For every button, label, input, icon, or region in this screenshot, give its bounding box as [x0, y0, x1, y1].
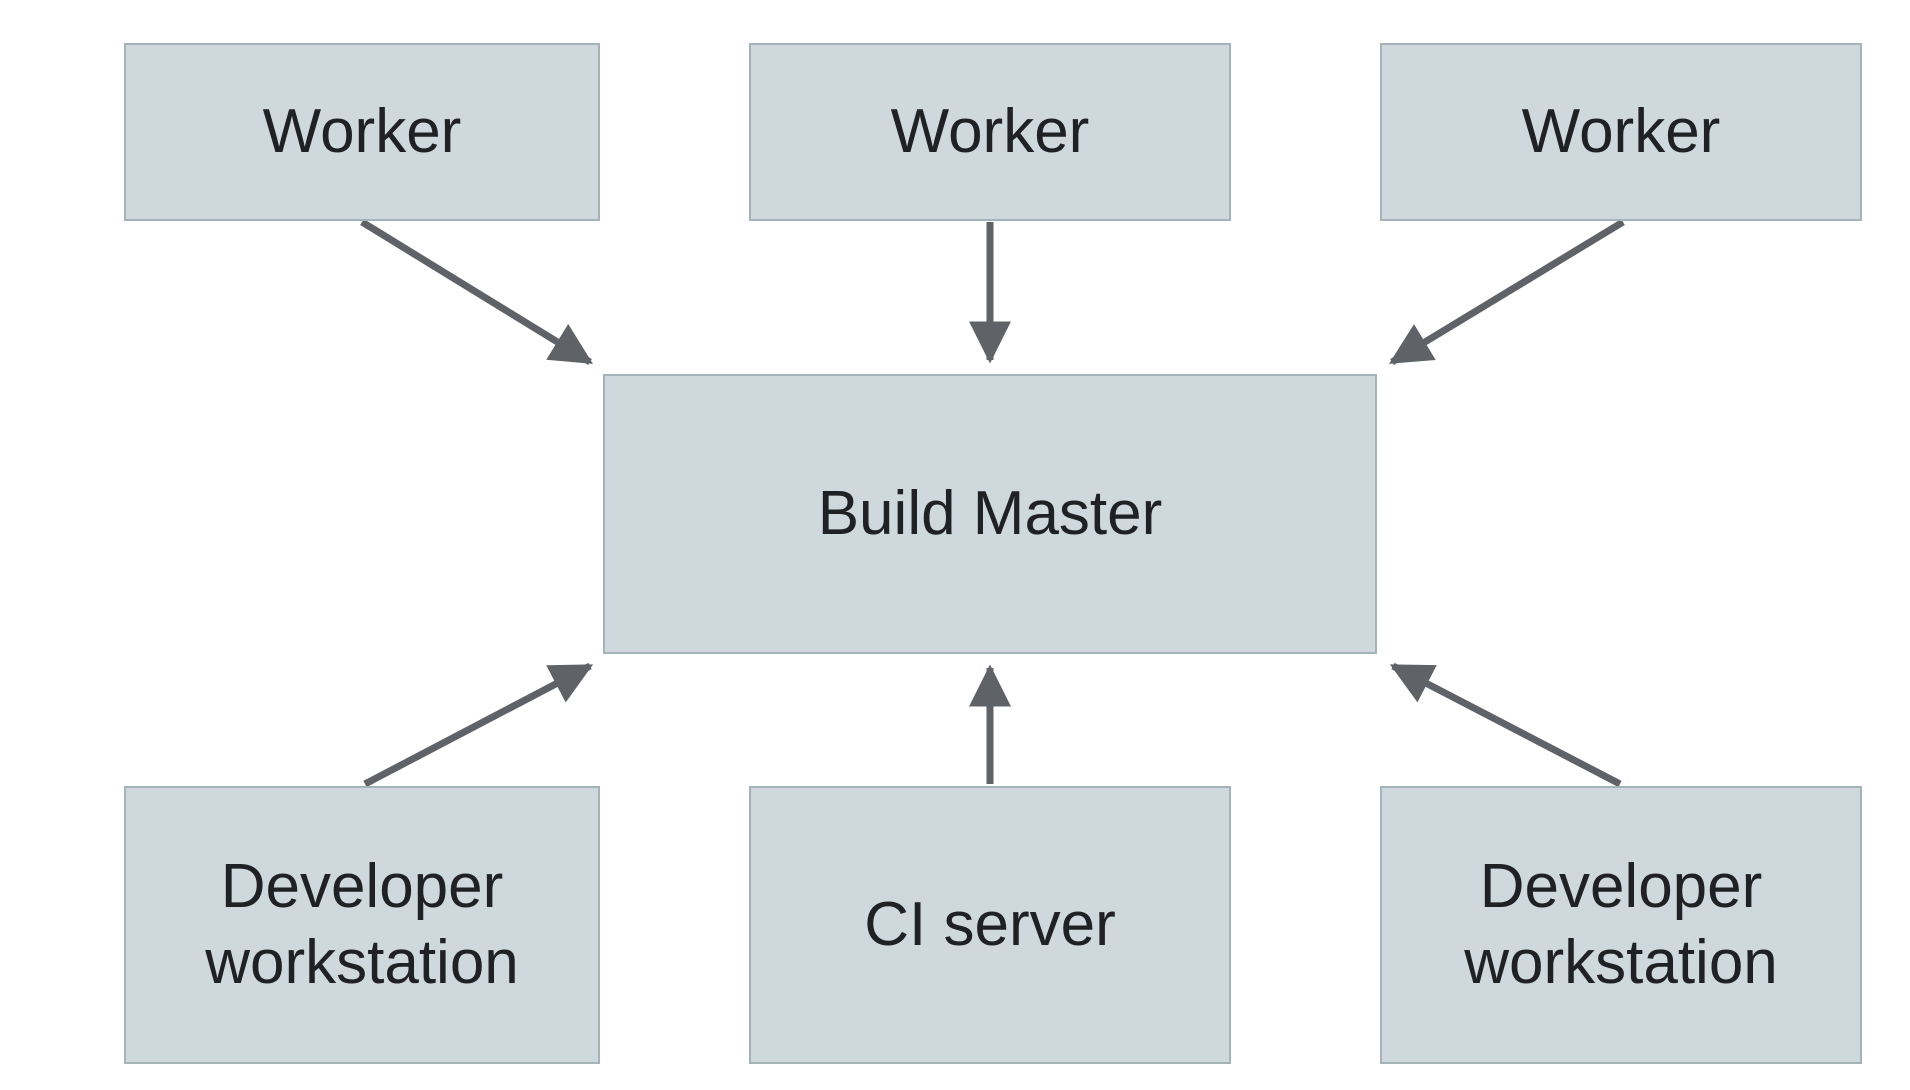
node-ci-server: CI server [749, 786, 1231, 1064]
node-worker-1: Worker [124, 43, 600, 221]
node-worker-3: Worker [1380, 43, 1862, 221]
node-developer-workstation-right: Developer workstation [1380, 786, 1862, 1064]
node-developer-workstation-left-label: Developer workstation [205, 852, 519, 997]
node-build-master-label: Build Master [817, 479, 1163, 549]
arrow-worker3-to-buildmaster [1389, 219, 1625, 365]
node-developer-workstation-right-label: Developer workstation [1464, 852, 1778, 997]
node-worker-2-label: Worker [890, 97, 1090, 167]
node-worker-3-label: Worker [1521, 97, 1721, 167]
node-developer-workstation-left: Developer workstation [124, 786, 600, 1064]
node-build-master: Build Master [603, 374, 1377, 654]
node-worker-1-label: Worker [262, 97, 462, 167]
node-ci-server-label: CI server [864, 890, 1116, 960]
node-worker-2: Worker [749, 43, 1231, 221]
arrow-worker1-to-buildmaster [360, 219, 593, 365]
arrow-devright-to-buildmaster [1389, 662, 1622, 788]
arrow-devleft-to-buildmaster [363, 662, 594, 788]
